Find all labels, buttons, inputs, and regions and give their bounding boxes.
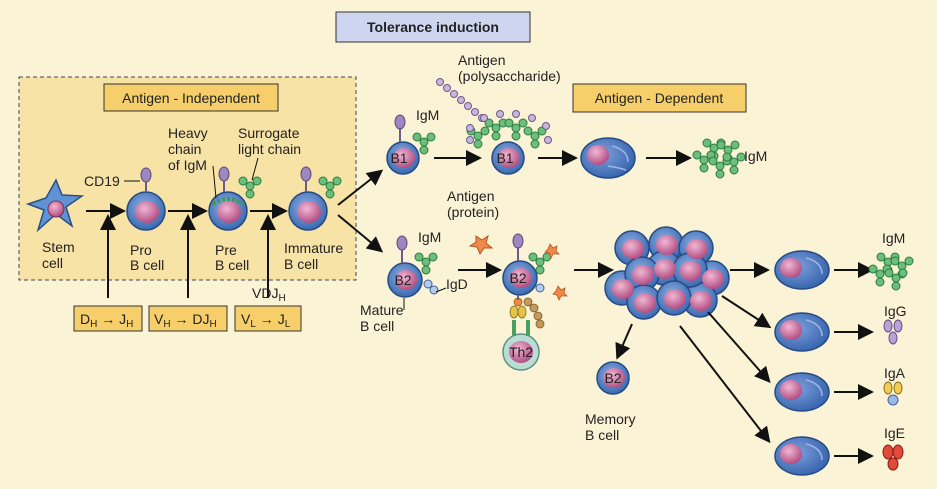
pre-label-1: Pre: [215, 242, 237, 258]
antigen-protein-label-2: (protein): [447, 204, 499, 220]
independent-arrows: [86, 203, 288, 298]
plasma-cell-ige: [774, 436, 830, 476]
svg-text:VH → DJH: VH → DJH: [154, 311, 217, 330]
plasma-cell-igg: [774, 312, 830, 352]
recomb-1-a-sub: H: [90, 319, 97, 330]
branch-arrows: [337, 169, 384, 253]
b2-mature-label: B2: [394, 272, 411, 288]
recomb-2-a: V: [154, 311, 164, 327]
recomb-dh-jh: DH → JH: [73, 305, 143, 332]
vdj-label: VDJH: [252, 285, 286, 304]
immature-label-1: Immature: [284, 240, 343, 256]
th2-label: Th2: [509, 344, 533, 360]
stem-label-2: cell: [42, 255, 63, 271]
cd19-label: CD19: [84, 173, 120, 189]
protein-antigen-icon: [468, 234, 494, 256]
recomb-2-b-sub: H: [209, 319, 216, 330]
immature-label-2: B cell: [284, 256, 318, 272]
recomb-2-a-sub: H: [163, 319, 170, 330]
pro-label-2: B cell: [130, 257, 164, 273]
b1-cell-label: B1: [390, 150, 407, 166]
b1-activated-label: B1: [496, 150, 513, 166]
vdj-sub: H: [278, 293, 285, 304]
antigen-poly-label-2: (polysaccharide): [458, 68, 561, 84]
plasma-arrows: [679, 262, 874, 464]
igg-antibody-icon: [883, 319, 903, 345]
independent-label: Antigen - Independent: [122, 90, 260, 106]
pro-label-1: Pro: [130, 242, 152, 258]
recomb-3-b-sub: L: [285, 319, 291, 330]
b1-activated-cell: [466, 110, 552, 175]
memory-label-2: B cell: [585, 427, 619, 443]
antigen-dependent-box: Antigen - Dependent: [572, 83, 747, 113]
igd-label: IgD: [446, 276, 468, 292]
recomb-1-b: J: [119, 311, 126, 327]
recomb-3-a: V: [241, 311, 251, 327]
ige-label: IgE: [884, 425, 905, 441]
proliferating-b-cell-cluster: [604, 226, 730, 320]
iga-label: IgA: [884, 365, 906, 381]
plasma-cell-iga: [774, 372, 830, 412]
antigen-poly-label-1: Antigen: [458, 52, 505, 68]
pre-b-cell: [208, 166, 262, 231]
igm-antibody-icon: [868, 252, 914, 291]
igm-label-b2: IgM: [418, 229, 441, 245]
mature-label-2: B cell: [360, 318, 394, 334]
b2-activated-cell: [502, 233, 568, 371]
iga-antibody-icon: [883, 381, 903, 406]
igm-label-pentamer: IgM: [744, 148, 767, 164]
recomb-1-b-sub: H: [126, 319, 133, 330]
surrogate-label-1: Surrogate: [238, 125, 300, 141]
b2-activated-label: B2: [509, 270, 526, 286]
stem-label-1: Stem: [42, 239, 75, 255]
heavy-chain-label-2: chain: [168, 141, 201, 157]
b1-cell: [386, 114, 436, 175]
recomb-vh-djh: VH → DJH: [148, 305, 228, 332]
igm-pentamer-icon: [692, 138, 746, 179]
ige-antibody-icon: [882, 444, 904, 471]
vdj-text: VDJ: [252, 285, 278, 301]
title: Tolerance induction: [367, 19, 499, 35]
recomb-vl-jl: VL → JL: [234, 305, 302, 332]
igm-label-final: IgM: [882, 230, 905, 246]
antigen-protein-label-1: Antigen: [447, 188, 494, 204]
svg-text:VL → JL: VL → JL: [241, 311, 291, 330]
title-box: Tolerance induction: [335, 11, 531, 43]
b1-plasma-cell: [580, 137, 636, 179]
memory-b-cell: [596, 361, 630, 395]
dependent-label: Antigen - Dependent: [595, 90, 724, 106]
immature-b-cell: [288, 166, 342, 231]
recomb-1-a: D: [80, 311, 90, 327]
svg-text:DH → JH: DH → JH: [80, 311, 133, 330]
memory-b2-label: B2: [604, 370, 621, 386]
pro-b-cell: [126, 167, 166, 231]
heavy-chain-label-1: Heavy: [168, 125, 208, 141]
igg-label: IgG: [884, 303, 907, 319]
heavy-chain-label-3: of IgM: [168, 157, 207, 173]
recomb-3-b: J: [278, 311, 285, 327]
pre-label-2: B cell: [215, 257, 249, 273]
memory-label-1: Memory: [585, 411, 636, 427]
igm-label-b1: IgM: [416, 107, 439, 123]
polysaccharide-antigen: [436, 78, 486, 122]
mature-label-1: Mature: [360, 302, 404, 318]
plasma-cell-igm: [774, 250, 830, 290]
surrogate-label-2: light chain: [238, 141, 301, 157]
recomb-2-b: DJ: [192, 311, 209, 327]
stem-cell: [25, 178, 85, 233]
recomb-3-a-sub: L: [250, 319, 256, 330]
